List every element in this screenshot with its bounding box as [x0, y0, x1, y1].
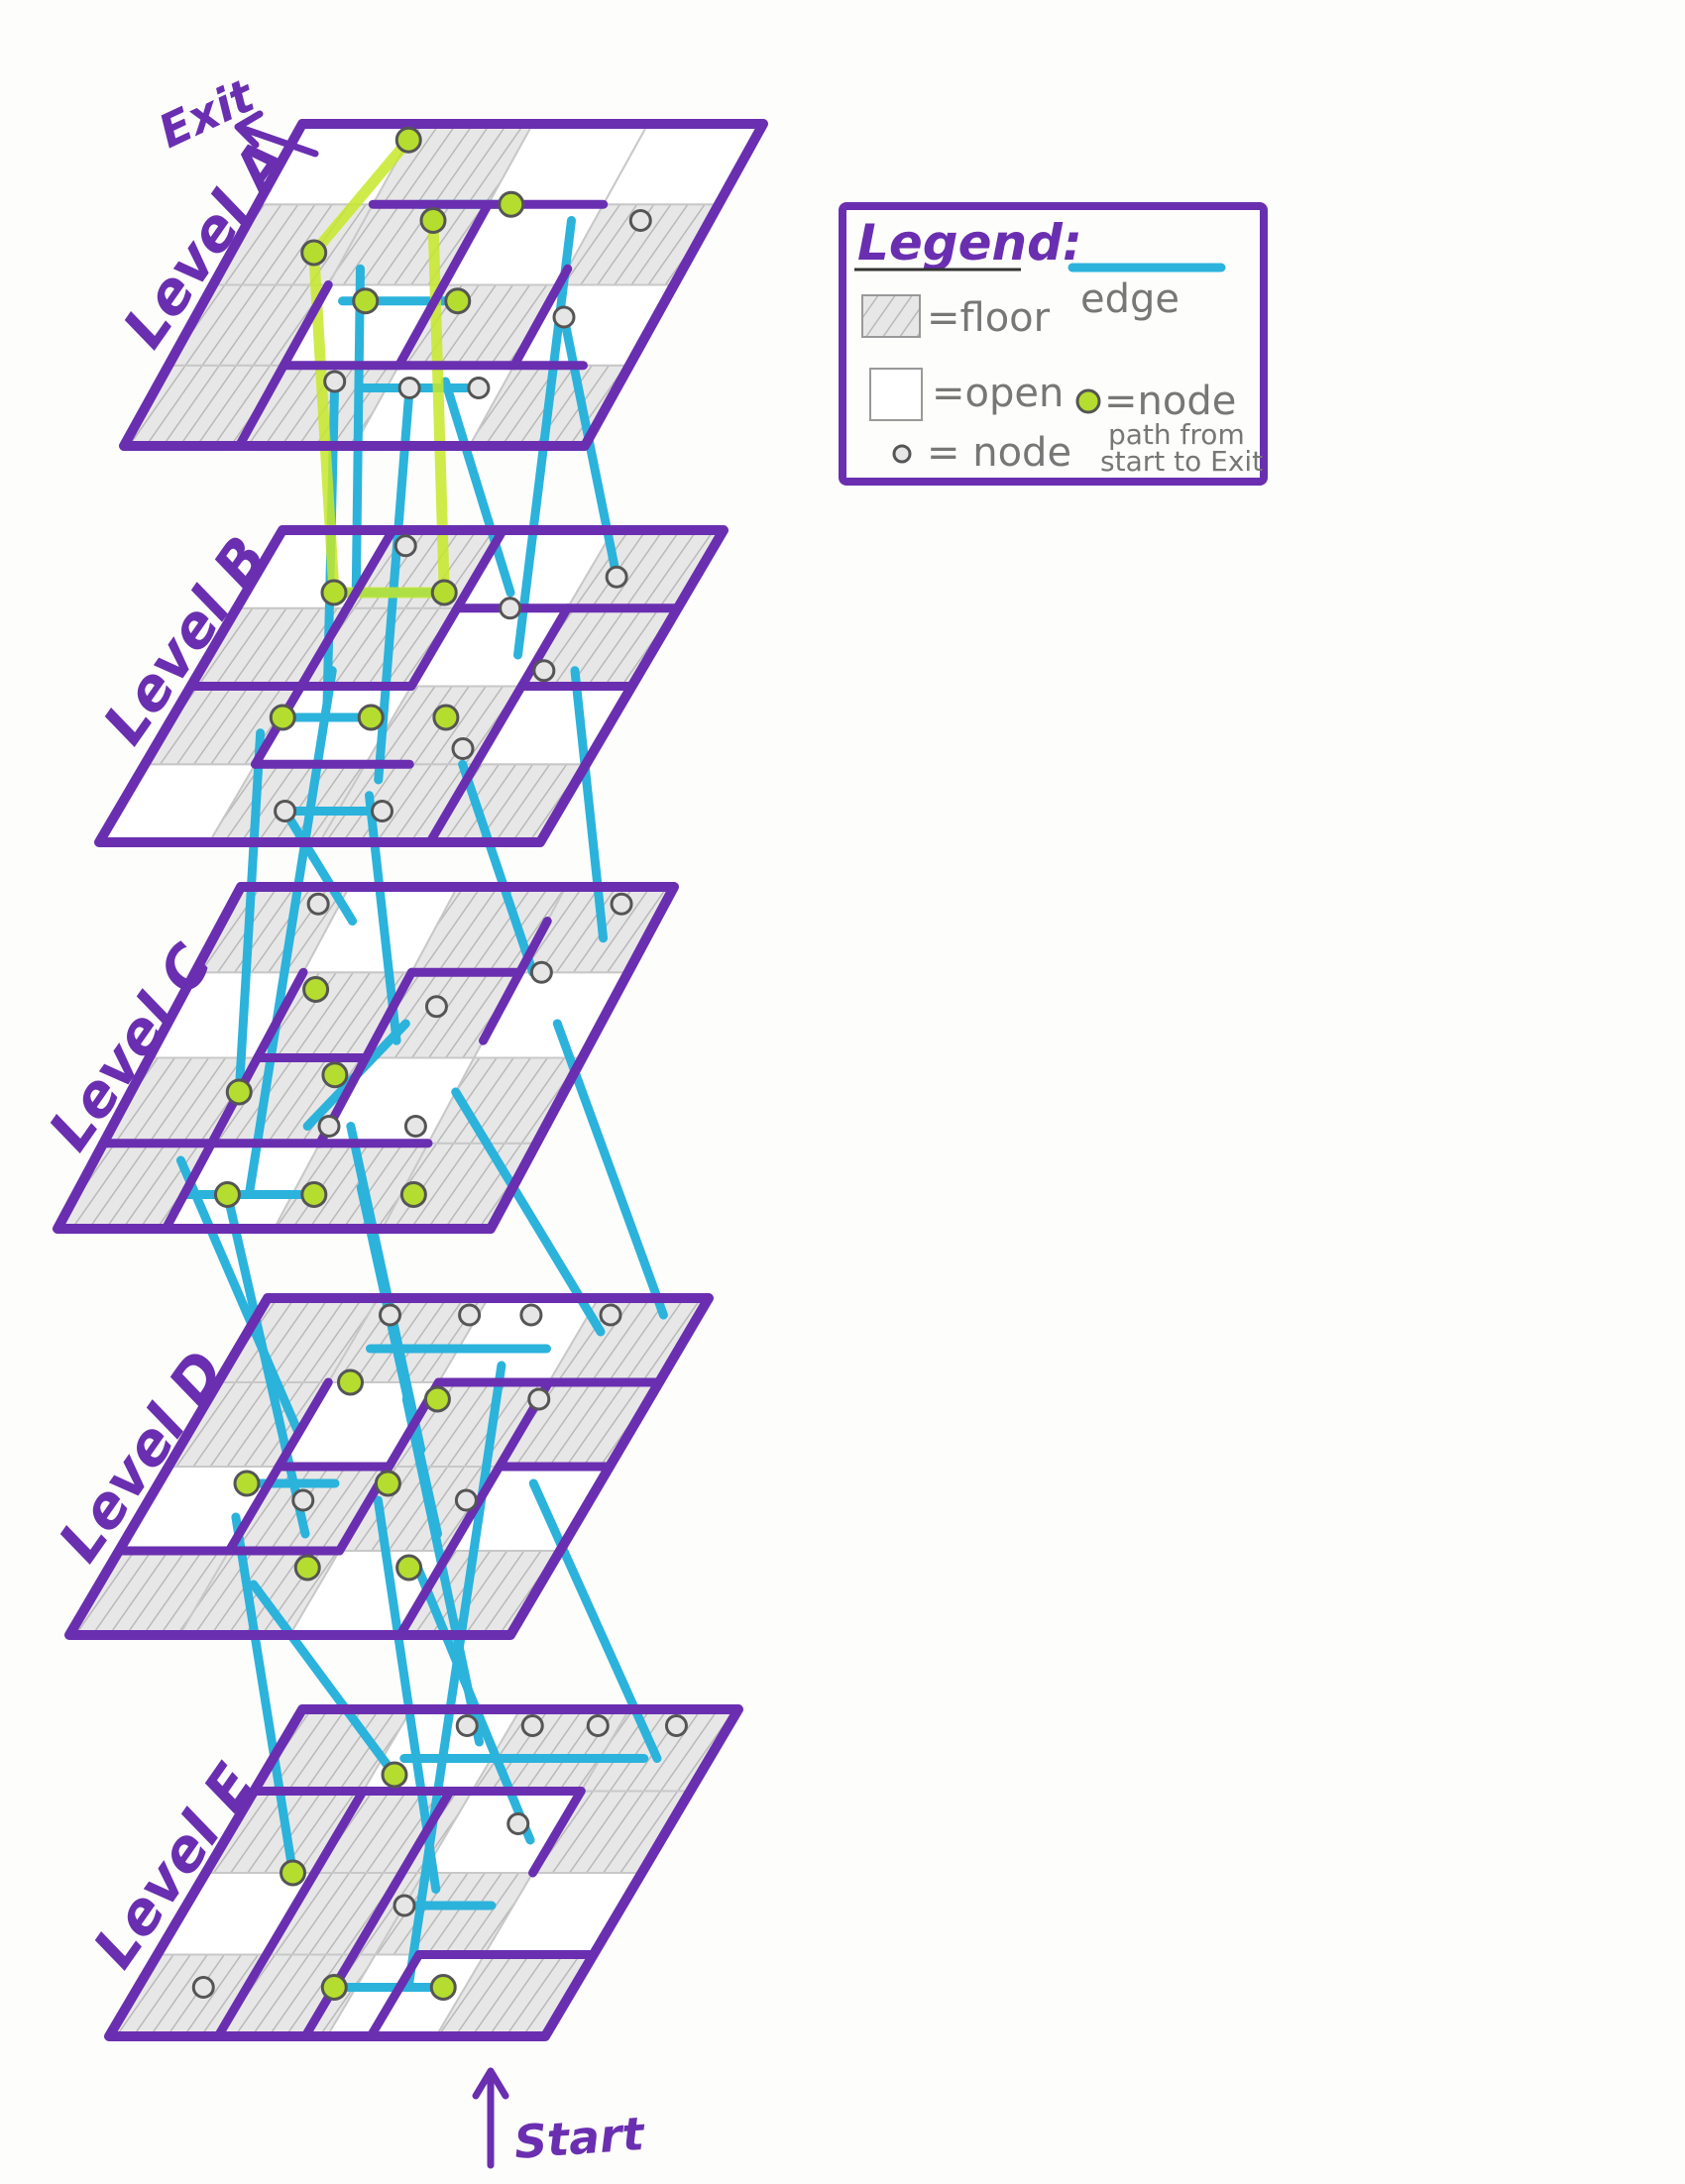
- legend-node-icon: [894, 446, 910, 462]
- path-node: [446, 289, 470, 313]
- graph-node: [293, 1490, 313, 1510]
- graph-node: [456, 1490, 476, 1510]
- graph-node: [394, 1896, 414, 1915]
- path-node: [396, 128, 420, 152]
- path-node: [322, 1976, 346, 2000]
- path-node: [401, 1183, 425, 1207]
- path-node: [215, 1183, 239, 1207]
- graph-node: [395, 536, 415, 556]
- path-node: [421, 209, 445, 233]
- graph-node: [554, 307, 574, 327]
- graph-node: [521, 1305, 541, 1325]
- graph-node: [529, 1389, 549, 1409]
- path-node: [281, 1861, 305, 1885]
- path-node: [339, 1370, 363, 1394]
- path-node: [302, 1183, 326, 1207]
- path-node: [383, 1763, 406, 1787]
- path-node: [304, 978, 328, 1002]
- graph-node: [522, 1716, 542, 1736]
- graph-node: [373, 802, 393, 821]
- graph-node: [308, 894, 328, 914]
- legend-floor-text: =floor: [927, 295, 1051, 341]
- path-node: [432, 581, 456, 604]
- graph-node: [453, 739, 473, 759]
- graph-node: [531, 962, 551, 982]
- graph-node: [405, 1117, 425, 1137]
- path-node: [323, 1063, 347, 1087]
- legend-node-text: = node: [927, 430, 1071, 476]
- graph-node: [612, 894, 631, 914]
- legend-title: Legend:: [857, 214, 1082, 272]
- path-node: [500, 192, 523, 216]
- legend-open-swatch: [870, 369, 922, 420]
- legend-edge-text: edge: [1080, 276, 1180, 322]
- path-node: [431, 1976, 455, 2000]
- graph-node: [607, 567, 626, 587]
- path-node: [359, 706, 383, 729]
- legend-path-node-sub2: start to Exit: [1100, 445, 1263, 478]
- graph-node: [399, 379, 419, 398]
- graph-node: [508, 1814, 528, 1834]
- graph-node: [666, 1716, 686, 1736]
- graph-node: [460, 1305, 480, 1325]
- legend-floor-swatch: [862, 295, 920, 337]
- graph-node: [630, 211, 650, 231]
- path-node: [376, 1472, 399, 1495]
- graph-node: [381, 1305, 400, 1325]
- legend: Legend: edge =floor =open =node path fro…: [842, 206, 1264, 482]
- graph-node: [469, 379, 489, 398]
- graph-node: [276, 802, 295, 821]
- path-node: [271, 706, 294, 729]
- path-node: [322, 581, 346, 604]
- path-node: [425, 1387, 449, 1411]
- graph-node: [426, 997, 446, 1017]
- start-label: Start: [512, 2107, 647, 2169]
- path-node: [397, 1556, 421, 1580]
- graph-node: [501, 599, 520, 618]
- graph-node: [457, 1716, 477, 1736]
- start-marker: Start: [476, 2071, 647, 2169]
- path-node: [235, 1472, 259, 1495]
- path-node: [354, 289, 378, 313]
- start-arrow-icon: [476, 2071, 506, 2165]
- path-node: [295, 1556, 319, 1580]
- graph-node: [601, 1305, 620, 1325]
- path-node: [227, 1080, 251, 1104]
- legend-path-node-icon: [1077, 390, 1099, 412]
- path-node: [302, 241, 326, 265]
- edge-line: [356, 269, 360, 593]
- graph-node: [193, 1978, 213, 1998]
- path-node: [434, 706, 458, 729]
- graph-node: [325, 372, 345, 391]
- graph-node: [319, 1117, 339, 1137]
- graph-node: [588, 1716, 608, 1736]
- graph-node: [534, 661, 554, 681]
- legend-open-text: =open: [932, 371, 1064, 416]
